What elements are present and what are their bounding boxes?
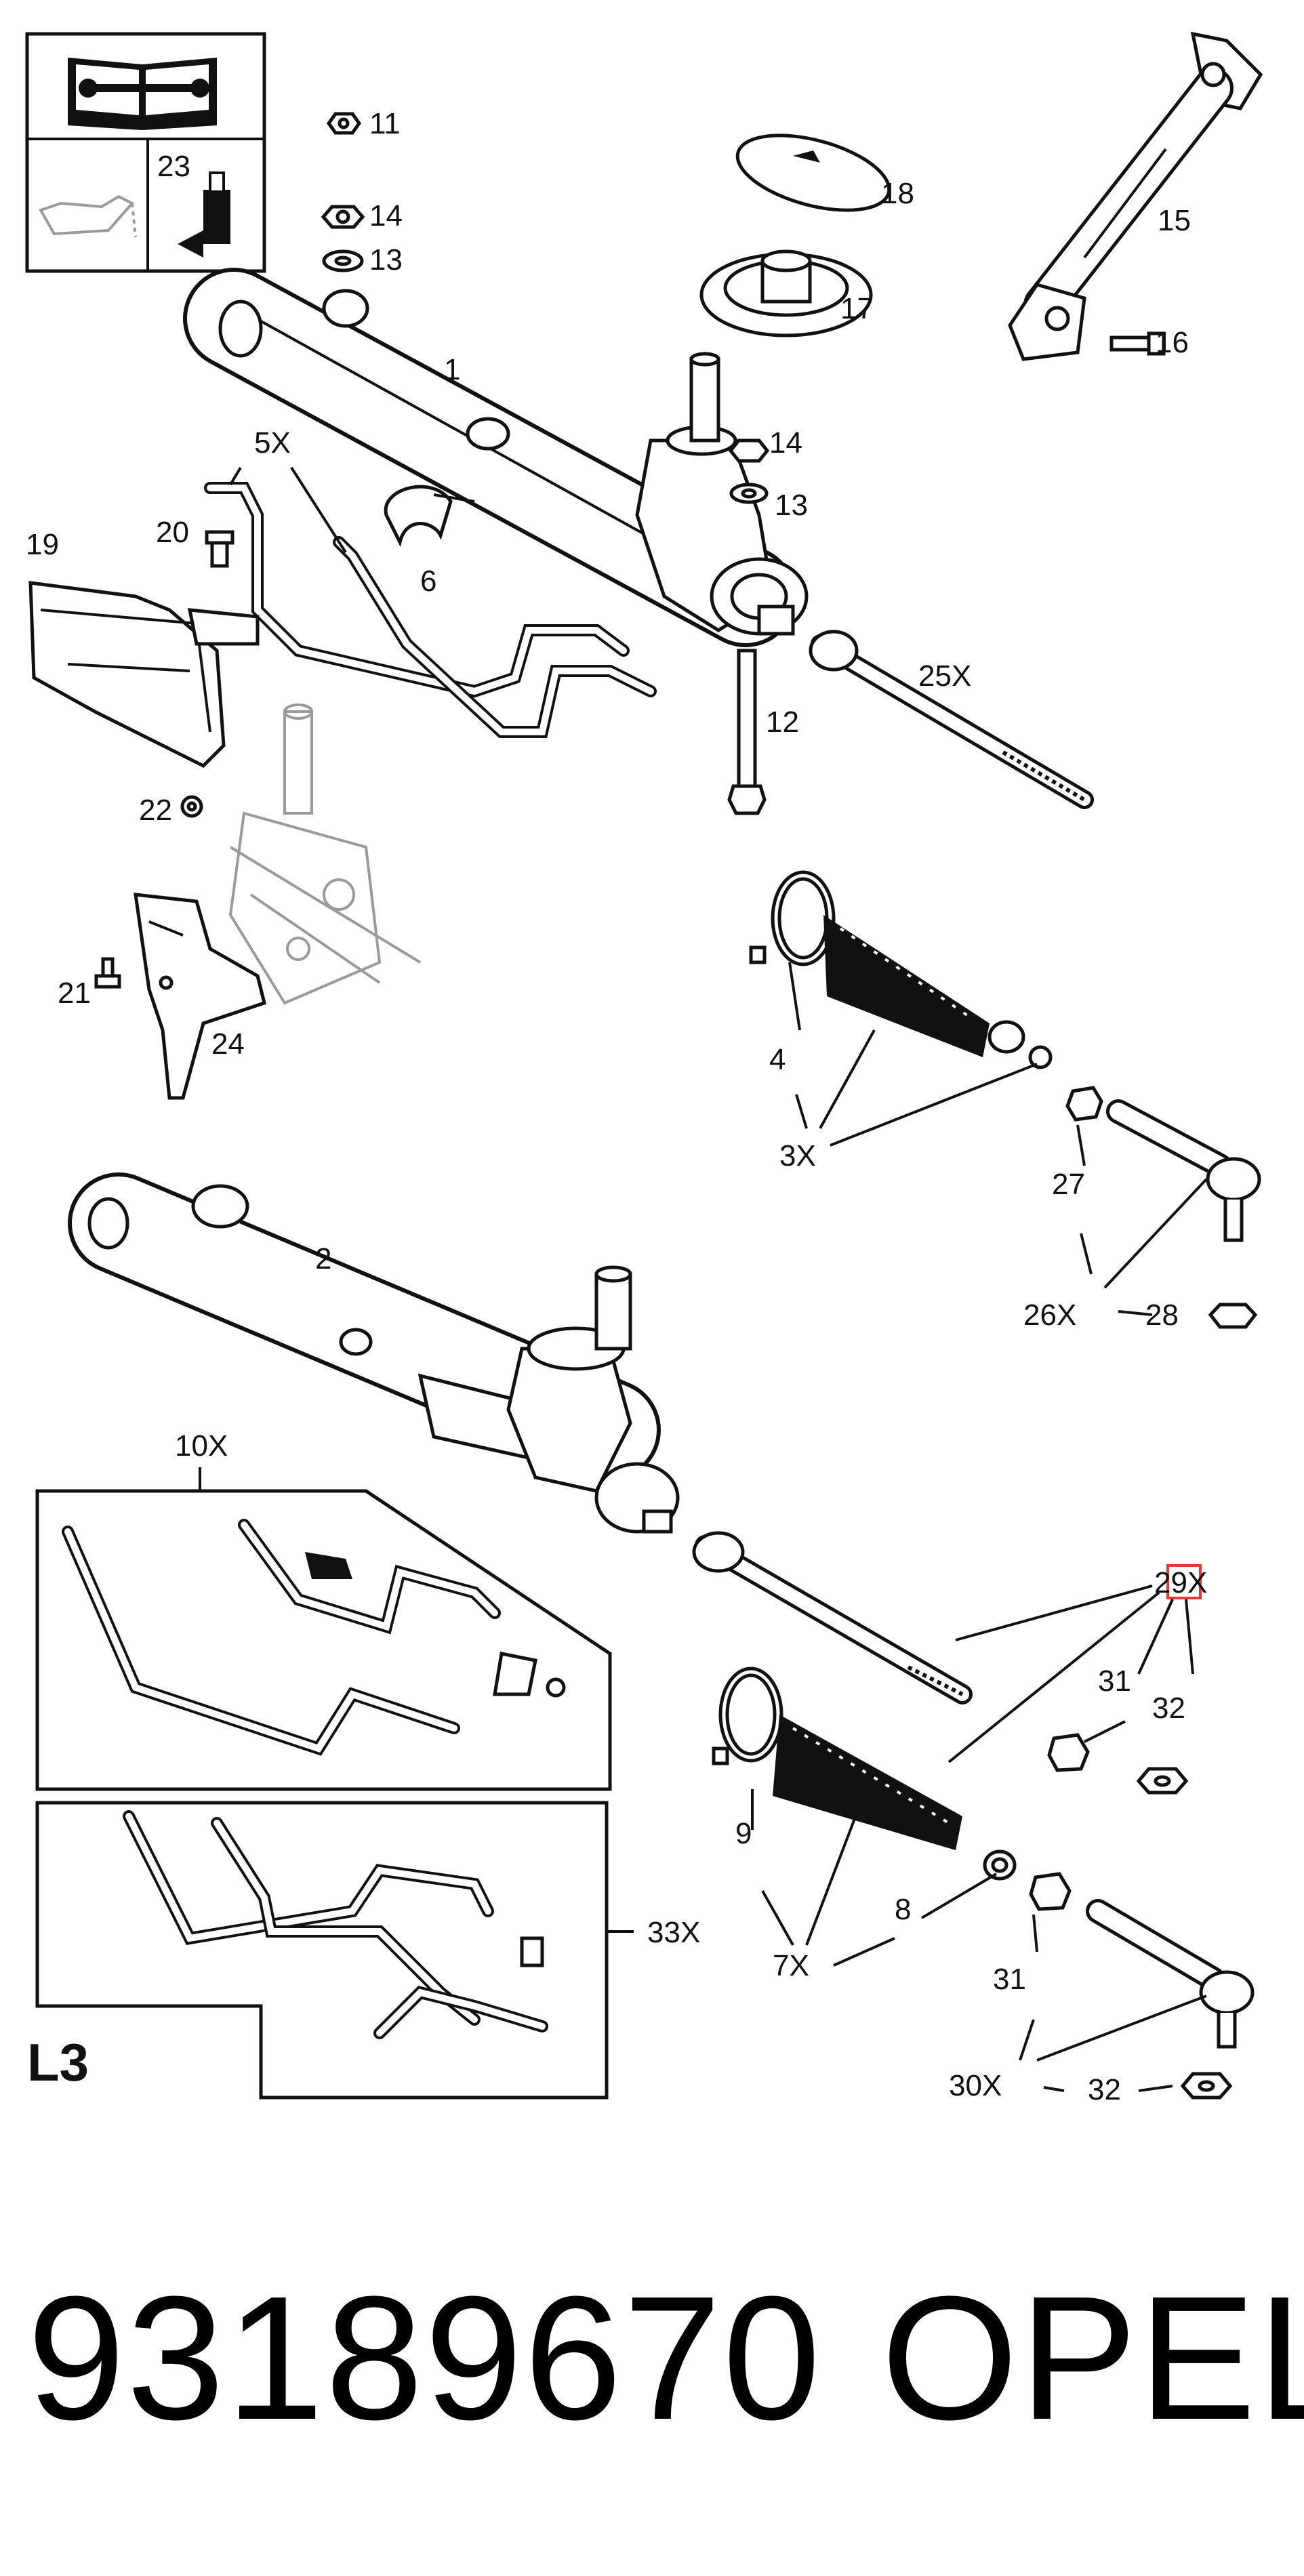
nut-32a-icon — [1136, 1767, 1189, 1795]
boot-17 — [699, 249, 873, 338]
callout-9: 9 — [735, 1817, 752, 1850]
ghost-rack-reference — [228, 703, 422, 1005]
dust-cover-18 — [735, 134, 891, 212]
callout-18: 18 — [881, 177, 914, 210]
callout-21: 21 — [58, 977, 91, 1010]
washer-13b-icon — [729, 483, 769, 504]
callout-32b: 32 — [1088, 2073, 1121, 2106]
callout-31b: 31 — [993, 1963, 1026, 1996]
callout-27: 27 — [1052, 1168, 1085, 1201]
section-code: L3 — [27, 2032, 89, 2092]
callout-3x: 3X — [779, 1139, 816, 1172]
bolt-16-icon — [1109, 331, 1166, 356]
tie-rod-29x — [692, 1531, 973, 1704]
callout-15: 15 — [1158, 204, 1191, 237]
bracket-24 — [134, 893, 266, 1100]
callout-2: 2 — [315, 1242, 331, 1275]
boot-3x — [823, 915, 1053, 1069]
callout-20: 20 — [156, 516, 189, 549]
nut-27-icon — [1065, 1086, 1103, 1122]
callout-12: 12 — [766, 706, 799, 739]
manual-wrench-icon — [68, 58, 217, 130]
bolt-21-icon — [94, 957, 121, 989]
callout-16: 16 — [1156, 326, 1189, 359]
callout-4: 4 — [769, 1043, 786, 1076]
washer-13-icon — [322, 249, 364, 272]
lubricant-bottle-icon — [178, 171, 230, 258]
tie-rod-25x — [809, 630, 1094, 809]
nut-31a-icon — [1047, 1733, 1090, 1772]
callout-13b: 13 — [775, 489, 808, 522]
callout-31a: 31 — [1098, 1664, 1131, 1698]
boot-7x — [773, 1715, 962, 1850]
callout-30x: 30X — [949, 2069, 1002, 2102]
tie-rod-end-30x — [1086, 1899, 1255, 2049]
steering-rack-1 — [183, 268, 809, 647]
nut-28-icon — [1208, 1303, 1258, 1329]
nut-22-icon — [180, 795, 203, 818]
callout-14: 14 — [369, 199, 403, 232]
callout-26x: 26X — [1023, 1299, 1076, 1332]
clamp-6 — [384, 485, 475, 548]
nut-11-icon — [326, 112, 362, 135]
callout-10x: 10X — [175, 1429, 228, 1463]
callout-19: 19 — [26, 528, 59, 561]
legend-box: 23 — [25, 32, 266, 273]
tie-rod-end-26x — [1106, 1099, 1261, 1242]
callout-28: 28 — [1145, 1299, 1179, 1332]
nut-14b-icon — [728, 438, 770, 463]
brand-name: OPEL — [881, 2260, 1304, 2457]
oil-can-icon — [39, 195, 137, 238]
callout-1: 1 — [444, 353, 460, 386]
callout-33x: 33X — [647, 1916, 700, 1949]
callout-17: 17 — [840, 292, 874, 325]
callout-14b: 14 — [769, 426, 802, 459]
legend-label-23: 23 — [157, 150, 190, 183]
clamp-9 — [712, 1667, 783, 1765]
nut-32b-icon — [1180, 2072, 1233, 2100]
callout-13: 13 — [369, 243, 403, 277]
pipe-set-33x — [35, 1801, 609, 2100]
steering-rack-2 — [68, 1172, 680, 1534]
callout-6: 6 — [420, 565, 436, 598]
bolt-12-icon — [727, 649, 767, 815]
callout-32a: 32 — [1152, 1692, 1185, 1725]
nut-14-icon — [321, 205, 365, 229]
callout-7x: 7X — [773, 1949, 809, 1982]
callout-22: 22 — [139, 794, 172, 827]
callout-11: 11 — [369, 107, 401, 140]
callout-25x: 25X — [918, 659, 971, 693]
callout-29x: 29X — [1154, 1566, 1207, 1599]
pipe-set-10x — [35, 1489, 612, 1791]
callout-8: 8 — [895, 1893, 911, 1926]
highlight-box — [1166, 1564, 1202, 1599]
nut-31b-icon — [1029, 1872, 1072, 1911]
clamp-4 — [749, 870, 836, 966]
bolt-20-icon — [205, 530, 235, 568]
heat-shield-19 — [28, 581, 260, 769]
ring-8 — [983, 1849, 1017, 1881]
callout-5x: 5X — [254, 426, 291, 459]
leader-lines — [229, 466, 1208, 2092]
part-number: 93189670 — [27, 2260, 822, 2457]
pipes-5x — [204, 482, 657, 738]
callout-24: 24 — [211, 1027, 245, 1061]
intermediate-shaft-15 — [1008, 31, 1263, 361]
